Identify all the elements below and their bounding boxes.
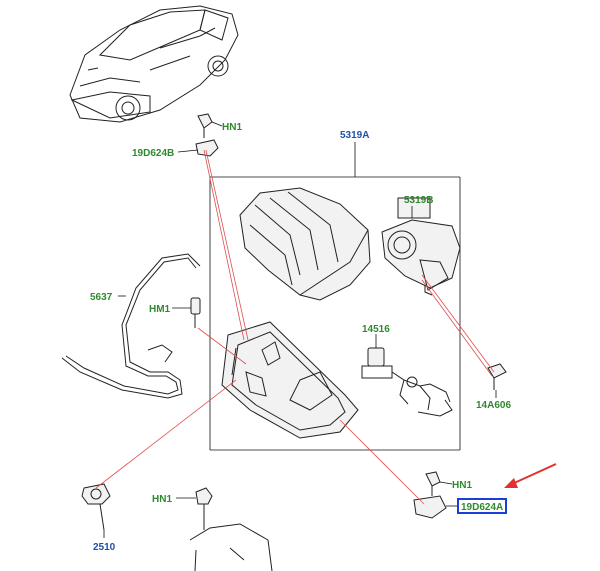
red-leader-lines [95, 149, 495, 505]
air-dryer [361, 347, 453, 417]
air-hose [61, 253, 201, 399]
mounting-tray [221, 321, 359, 439]
label-hn1-right: HN1 [452, 480, 472, 491]
highlight-box [457, 498, 507, 514]
bracket-19d624b [195, 113, 219, 157]
highlight-arrow [504, 463, 557, 488]
compressor-cover [239, 187, 371, 301]
assembly-frame [209, 142, 461, 451]
valve-2510 [81, 483, 111, 531]
label-5319b: 5319B [404, 195, 433, 206]
connector-hm1 [190, 297, 201, 328]
pressure-sensor [487, 363, 507, 390]
label-hn1-top: HN1 [222, 122, 242, 133]
leader-lines [103, 121, 497, 538]
label-2510: 2510 [93, 542, 116, 553]
label-19d624a: 19D624A [461, 502, 503, 513]
air-compressor [381, 197, 461, 296]
nut-hn1-bottom [189, 487, 273, 571]
label-19d624b: 19D624B [132, 148, 174, 159]
vehicle-illustration [69, 5, 239, 123]
label-5637: 5637 [90, 292, 113, 303]
label-14516: 14516 [362, 324, 390, 335]
label-14a606: 14A606 [476, 400, 511, 411]
label-hn1-bottom: HN1 [152, 494, 172, 505]
label-5319a: 5319A [340, 130, 369, 141]
label-hm1: HM1 [149, 304, 171, 315]
bracket-19d624a [413, 471, 447, 519]
